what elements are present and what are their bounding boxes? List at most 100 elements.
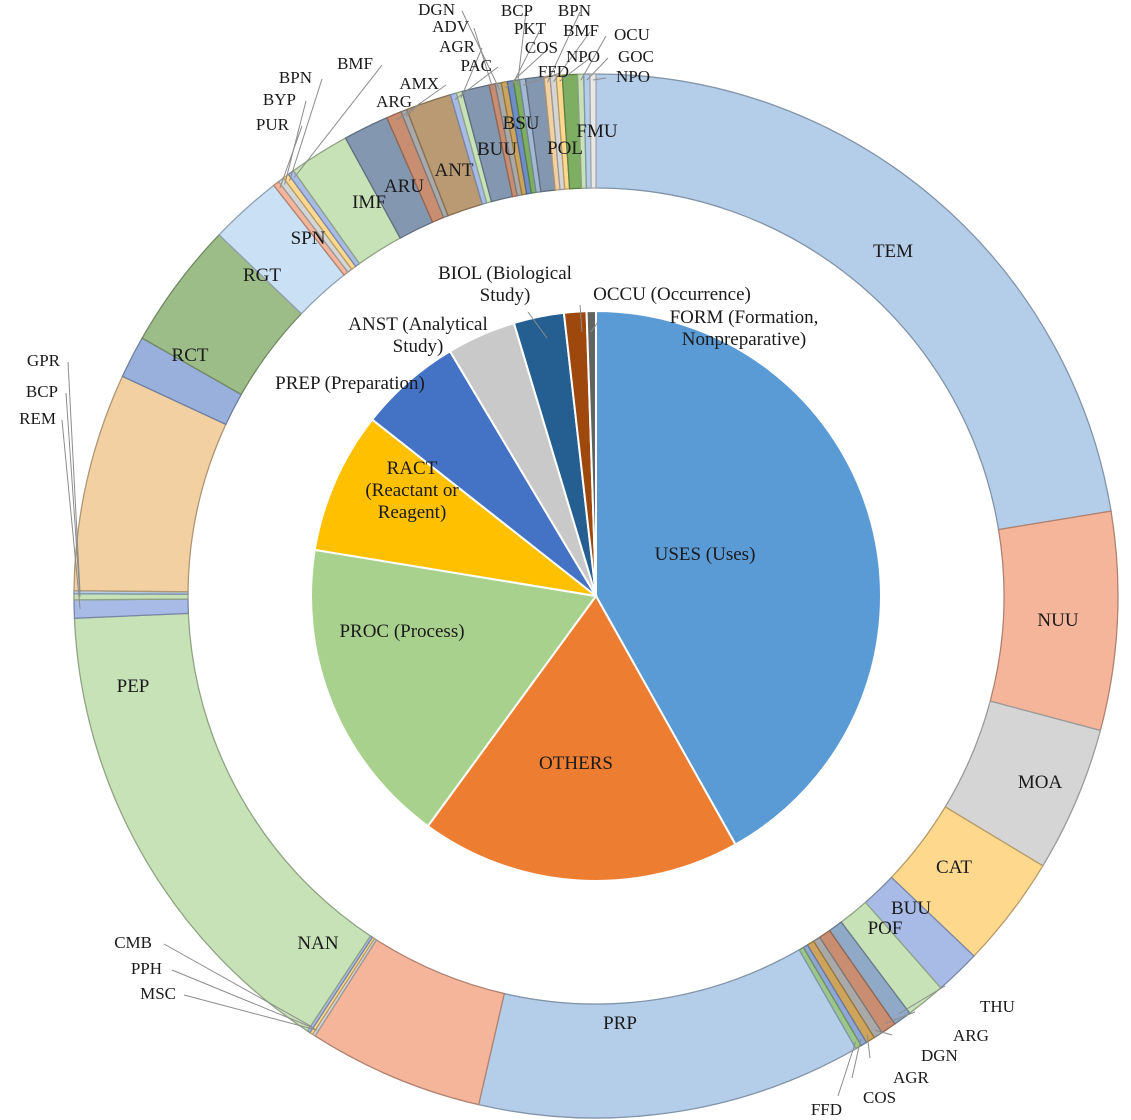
inner-leader-form-formation-nonpreparative [590, 321, 599, 333]
outer-label-rem-18: REM [19, 409, 56, 428]
outer-label-arg-7: ARG [953, 1026, 989, 1045]
outer-label-fmu-47: FMU [576, 121, 617, 142]
inner-label-others: OTHERS [539, 753, 613, 774]
outer-leader-rem-18 [61, 419, 81, 609]
outer-leader-ffd-11 [837, 1041, 857, 1097]
outer-label-bmf-28: BMF [337, 54, 373, 73]
outer-label-bmf-45: BMF [563, 21, 599, 40]
outer-label-agr-9: AGR [893, 1068, 930, 1087]
outer-label-npo-50: NPO [616, 67, 650, 86]
inner-label-proc-process: PROC (Process) [339, 621, 464, 642]
outer-label-rct-21: RCT [172, 345, 209, 366]
outer-label-dgn-8: DGN [921, 1046, 958, 1065]
outer-leader-thu-6 [898, 985, 946, 1015]
outer-leader-adv-37 [473, 27, 494, 91]
outer-label-pur-25: PUR [256, 115, 290, 134]
outer-slice-tem-0 [595, 73, 1112, 531]
outer-label-thu-6: THU [980, 997, 1015, 1016]
inner-pie [310, 309, 882, 882]
outer-leader-pph-15 [171, 969, 315, 1029]
outer-label-tem-0: TEM [873, 241, 913, 262]
outer-leader-agr-9 [866, 1034, 871, 1059]
outer-label-agr-35: AGR [439, 37, 476, 56]
outer-leader-msc-14 [183, 994, 318, 1031]
outer-leader-arg-32 [405, 102, 421, 117]
outer-leader-bmf-28 [294, 64, 383, 178]
outer-leader-bcp-41 [516, 11, 527, 87]
outer-label-npo-46: NPO [566, 47, 600, 66]
outer-leader-cmb-16 [163, 943, 313, 1028]
outer-leader-pkt-40 [510, 29, 541, 88]
outer-label-adv-37: ADV [432, 17, 470, 36]
outer-label-aru-29: ARU [384, 176, 424, 197]
inner-label-form-formation-nonpreparative: FORM (Formation,Nonpreparative) [670, 307, 819, 350]
outer-label-moa-2: MOA [1018, 772, 1063, 793]
outer-leader-gpr-20 [67, 361, 81, 593]
outer-leader-goc-49 [586, 57, 609, 81]
outer-leader-dgn-8 [874, 1029, 893, 1036]
leader-lines [61, 10, 946, 1097]
outer-leader-bpn-27 [289, 78, 323, 182]
outer-leader-cos-10 [851, 1038, 862, 1079]
inner-leader-biol-biological-study [527, 311, 548, 339]
outer-leader-ffd-42 [523, 72, 561, 86]
outer-leader-dgn-38 [461, 10, 500, 90]
outer-label-ant-30: ANT [434, 160, 473, 181]
outer-leader-bpn-44 [547, 11, 581, 83]
outer-leader-amx-31 [395, 84, 447, 121]
inner-slice-form-formation-nonpreparative [585, 309, 597, 597]
outer-label-gpr-20: GPR [27, 351, 61, 370]
slice-labels: USES (Uses) OTHERS PROC (Process) RACT(Reac… [19, 0, 1079, 1119]
outer-label-nan-13: NAN [297, 933, 338, 954]
outer-label-nuu-1: NUU [1037, 610, 1078, 631]
outer-leader-ocu-48 [580, 35, 607, 81]
outer-label-pol-43: POL [547, 138, 583, 159]
outer-leader-arg-7 [884, 1011, 916, 1024]
outer-label-msc-14: MSC [140, 984, 176, 1003]
outer-leader-bmf-45 [553, 31, 591, 83]
outer-leader-npo-46 [559, 57, 591, 82]
outer-label-imf-24: IMF [352, 192, 386, 213]
inner-leader-occu-occurrence [579, 304, 583, 333]
outer-slice-npo-50 [589, 73, 597, 189]
outer-label-cos-39: COS [525, 38, 558, 57]
inner-label-prep-preparation: PREP (Preparation) [275, 373, 425, 394]
inner-label-uses-uses: USES (Uses) [655, 544, 756, 565]
outer-label-goc-49: GOC [618, 47, 654, 66]
outer-label-arg-32: ARG [376, 92, 412, 111]
outer-leader-pur-25 [279, 125, 303, 189]
outer-label-bsu-36: BSU [503, 113, 540, 134]
outer-label-ffd-11: FFD [811, 1100, 842, 1119]
outer-label-pkt-40: PKT [514, 19, 547, 38]
outer-label-amx-31: AMX [399, 74, 439, 93]
outer-label-pph-15: PPH [131, 959, 162, 978]
outer-label-bcp-19: BCP [26, 382, 58, 401]
outer-leader-agr-35 [460, 47, 483, 99]
outer-label-pep-17: PEP [117, 676, 150, 697]
outer-slice-prp-12 [477, 948, 857, 1119]
outer-label-cos-10: COS [863, 1088, 896, 1107]
outer-label-ocu-48: OCU [614, 25, 650, 44]
outer-label-dgn-38: DGN [418, 0, 455, 19]
inner-label-occu-occurrence: OCCU (Occurrence) [593, 284, 751, 305]
inner-slice-ract-reactant-or-reagent [313, 418, 597, 597]
inner-slice-others [426, 594, 737, 882]
outer-ring [73, 73, 1119, 1119]
outer-label-cmb-16: CMB [114, 933, 152, 952]
outer-label-byp-26: BYP [263, 90, 296, 109]
outer-label-bcp-41: BCP [501, 1, 533, 20]
outer-label-rgt-22: RGT [243, 265, 281, 286]
outer-label-cat-3: CAT [936, 857, 972, 878]
outer-leader-cos-39 [504, 48, 549, 89]
outer-leader-byp-26 [284, 100, 307, 185]
inner-slice-proc-process [310, 548, 598, 828]
outer-leader-bcp-19 [65, 392, 81, 597]
outer-label-buu-4: BUU [891, 898, 931, 919]
inner-slice-uses-uses [595, 309, 882, 846]
outer-label-pac-34: PAC [460, 56, 492, 75]
outer-label-prp-12: PRP [603, 1013, 637, 1034]
